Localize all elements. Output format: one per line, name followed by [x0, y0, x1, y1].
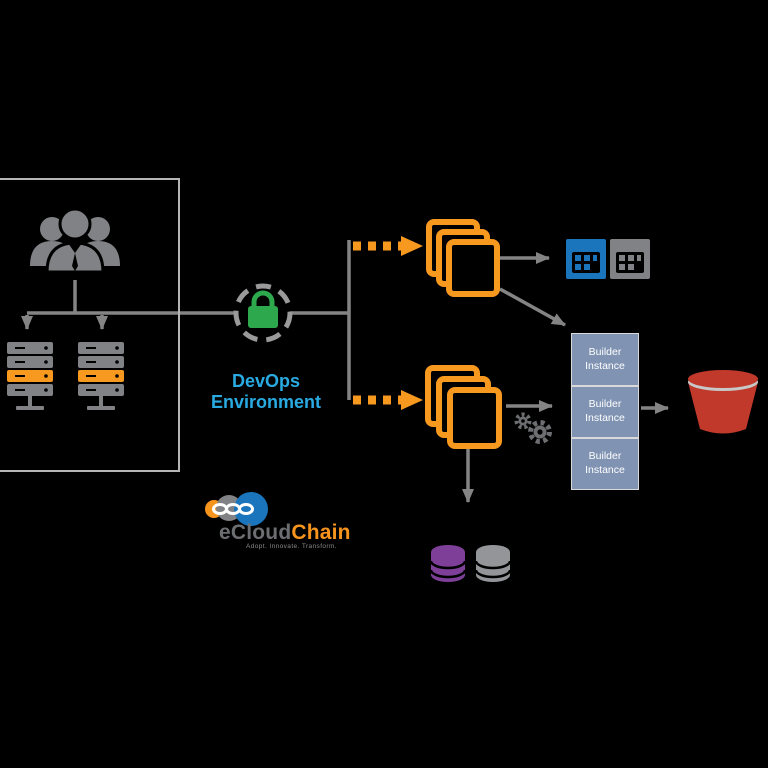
server-stack-icon [7, 342, 53, 410]
builder-instance-label: Instance [585, 412, 625, 424]
builder-instance-box: Builder Instance [571, 386, 639, 438]
builder-instance-box: Builder Instance [571, 333, 639, 386]
chain-logo-icon [205, 492, 268, 526]
arrow-docs-to-builder [499, 287, 566, 327]
devops-environment-label: DevOps Environment [192, 371, 340, 413]
database-icon-purple [431, 545, 465, 582]
builder-instance-label: Builder [588, 450, 622, 463]
builder-instance-label: Builder [588, 345, 622, 358]
dashed-arrow-top-head [401, 236, 423, 256]
devops-label-line1: DevOps [231, 371, 301, 391]
devops-label-line2: Environment [210, 392, 321, 413]
gears-icon [514, 412, 552, 444]
builder-instance-label: Builder [588, 398, 622, 411]
builder-instance-label: Instance [585, 359, 625, 372]
team-icon [30, 207, 120, 274]
logo-name-orange: Chain [291, 521, 351, 544]
gray-connectors [21, 240, 669, 503]
orange-dashed-arrows [353, 236, 423, 410]
document-stack-icon [426, 219, 500, 297]
logo-name-gray: eCloud [219, 521, 292, 544]
logo-tagline: Adopt. Innovate. Transform. [246, 543, 338, 550]
server-stack-icon [78, 342, 124, 410]
builder-instance-label: Instance [585, 464, 625, 476]
table-grid-icon-gray [610, 239, 650, 279]
document-stack-icon [425, 365, 502, 449]
logo-wordmark: eCloudChain [219, 521, 351, 545]
secure-lock-icon [233, 283, 293, 343]
database-icon-gray [476, 545, 510, 582]
builder-instance-box: Builder Instance [571, 438, 639, 490]
table-grid-icon-blue [566, 239, 606, 279]
devops-boundary-box [0, 178, 180, 472]
dashed-arrow-bottom-head [401, 390, 423, 410]
s3-bucket-icon [688, 370, 758, 434]
